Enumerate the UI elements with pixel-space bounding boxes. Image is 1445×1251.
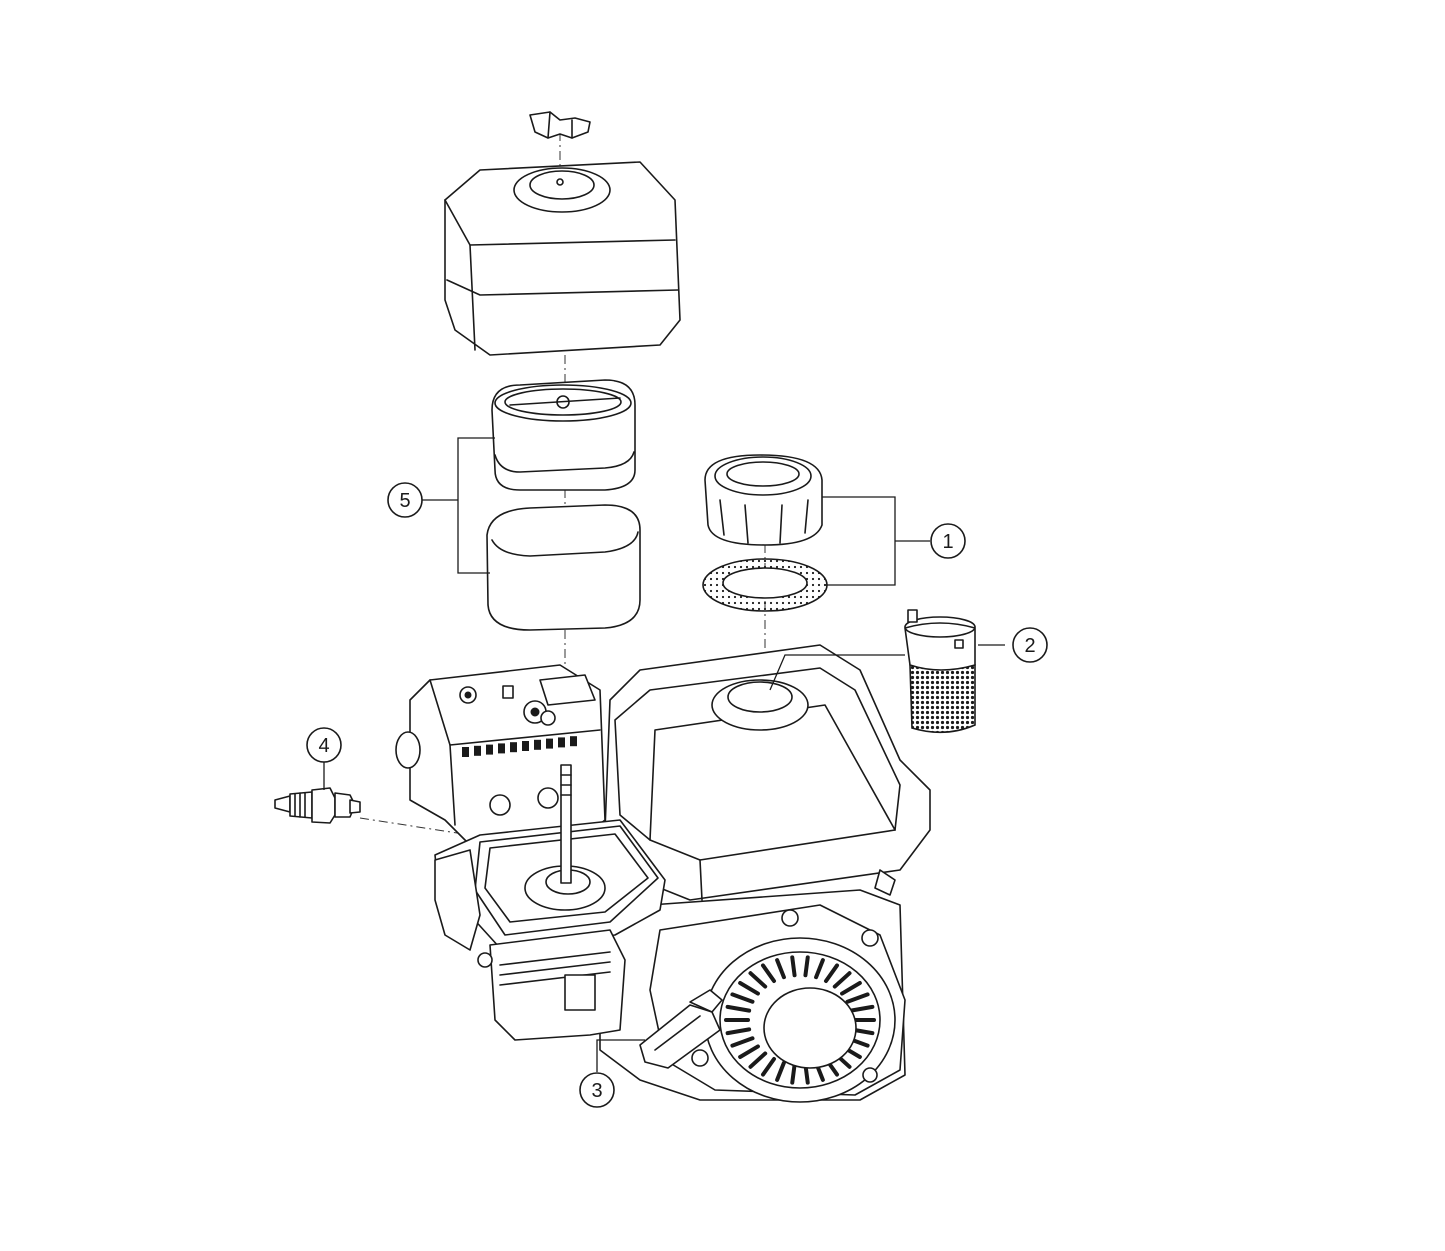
cooling-fin-slot: [474, 745, 481, 756]
cooling-fin-slot: [522, 741, 529, 751]
starter-vent-slot: [725, 1004, 752, 1013]
fuel-tank-cap: [704, 454, 823, 546]
starter-vent-slot: [730, 992, 755, 1004]
starter-vent-slot: [748, 1051, 768, 1069]
cylinder-head: [395, 664, 606, 846]
fuel-strainer: [904, 609, 976, 734]
air-cleaner-cover: [444, 161, 681, 356]
starter-vent-slot: [840, 980, 862, 996]
callout-label-3: 3: [591, 1080, 602, 1102]
starter-vent-slot: [814, 958, 825, 980]
cooling-fin-slot: [510, 742, 517, 753]
starter-vent-slot: [738, 980, 760, 996]
spark-plug: [274, 787, 361, 824]
cooling-fin-slot: [546, 738, 553, 749]
callout-5: 5: [387, 482, 423, 518]
paper-filter-element: [491, 379, 636, 491]
starter-vent-slot: [730, 1036, 755, 1048]
fuel-cap-gasket: [702, 558, 828, 612]
callout-1: 1: [930, 523, 966, 559]
starter-vent-slot: [725, 1027, 752, 1036]
callout-3: 3: [579, 1072, 615, 1108]
cooling-fin-slot: [534, 739, 541, 750]
callout-2: 2: [1012, 627, 1048, 663]
starter-vent-slot: [848, 1004, 875, 1013]
foam-filter-element: [486, 504, 641, 631]
cooling-fin-slot: [462, 747, 469, 757]
callout-label-5: 5: [399, 490, 410, 512]
carburetor: [477, 929, 626, 1041]
starter-vent-slot: [748, 971, 768, 989]
starter-vent-slot: [832, 971, 852, 989]
starter-vent-slot: [824, 963, 839, 984]
cooling-fin-slot: [558, 737, 565, 748]
callout-label-4: 4: [318, 735, 329, 757]
callout-4: 4: [306, 727, 342, 763]
cooling-fin-slot: [570, 736, 577, 747]
starter-vent-slot: [845, 992, 870, 1004]
wing-nut: [529, 111, 591, 139]
callout-label-2: 2: [1024, 635, 1035, 657]
starter-vent-slot: [775, 1060, 786, 1082]
fuel-tank: [604, 644, 931, 901]
starter-vent-slot: [790, 1062, 797, 1085]
air-filter-base: [434, 764, 666, 949]
starter-vent-slot: [775, 958, 786, 980]
recoil-starter: [649, 904, 906, 1103]
cooling-fin-slot: [498, 743, 505, 754]
starter-handle: [639, 989, 723, 1069]
starter-vent-slot: [761, 963, 776, 984]
starter-vent-slot: [803, 955, 810, 978]
starter-vent-slot: [738, 1044, 760, 1060]
engine-assembly: [395, 644, 931, 1103]
cooling-fin-slot: [486, 744, 493, 755]
callout-label-1: 1: [942, 531, 953, 553]
starter-vent-slot: [761, 1056, 776, 1077]
leader-lines: [323, 437, 1005, 1072]
starter-vent-slot: [790, 955, 797, 978]
